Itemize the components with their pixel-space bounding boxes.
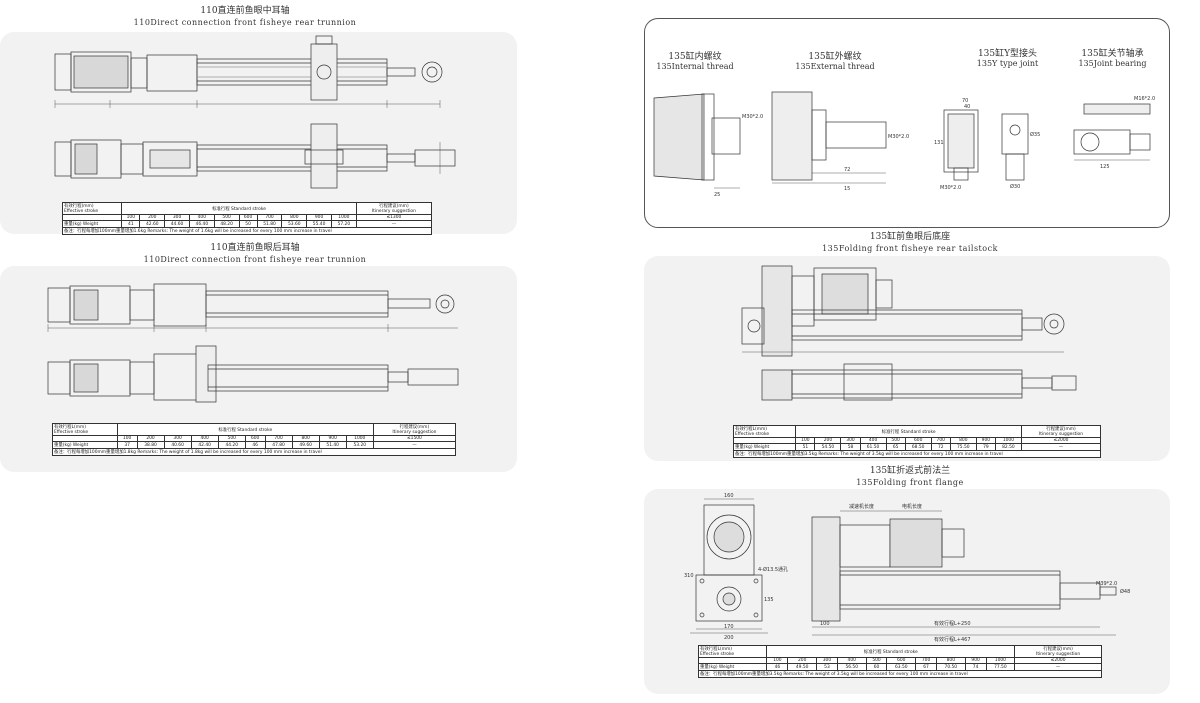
section-3-title-cn: 135缸前鱼眼后底座 (869, 232, 951, 242)
dim-200: 200 (724, 635, 734, 641)
section-3-title: 135缸前鱼眼后底座 135Folding front fisheye rear… (790, 232, 1030, 254)
dim-d30: Ø30 (1010, 183, 1020, 190)
t1-stroke-header: 有效行程(mm)Effective stroke (61, 202, 123, 215)
section-2-drawing (47, 283, 459, 403)
t2-standard-header: 标准行程 Standard stroke (116, 423, 374, 436)
dim-170: 170 (724, 624, 734, 630)
dim-d48: Ø48 (1120, 588, 1130, 595)
dim-310: 310 (684, 573, 694, 579)
dim-m16: M16*2.0 (1134, 96, 1155, 102)
section-1-title-en: 110Direct connection front fisheye rear … (133, 18, 357, 27)
t2-stroke-header: 有效行程L(mm)Effective stroke (52, 423, 118, 436)
dim-m30-external: M30*2.0 (888, 134, 909, 140)
t4-standard-header: 标准行程 Standard stroke (766, 645, 1016, 658)
dim-25: 25 (714, 192, 720, 198)
dim-reducer-length: 减速机长度 (849, 503, 874, 510)
t4-note: 备注：行程每增加100mm重量增加3.5kg Remarks: The weig… (698, 670, 1102, 678)
dim-72: 72 (844, 167, 850, 173)
section-2-title: 110直连前鱼眼后耳轴 110Direct connection front f… (130, 243, 380, 265)
dim-125: 125 (1100, 164, 1110, 170)
t2-note: 备注：行程每增加100mm重量增加1.8kg Remarks: The weig… (52, 448, 456, 456)
section-4-drawing: 160 310 4-Ø13.5通孔 135 170 200 减速机长度 电机长度… (684, 493, 1130, 643)
section-3-drawing (741, 265, 1077, 401)
t3-suggest-header: 行程建议(mm)Itinerary suggestion (1020, 425, 1102, 438)
section-2-title-en: 110Direct connection front fisheye rear … (143, 255, 367, 264)
t3-note: 备注：行程每增加100mm重量增加3.5kg Remarks: The weig… (733, 450, 1101, 458)
section-2-spec-table: 有效行程L(mm)Effective stroke 标准行程 Standard … (52, 423, 457, 456)
dim-160: 160 (724, 493, 734, 499)
section-2-title-cn: 110直连前鱼眼后耳轴 (210, 243, 300, 253)
dim-m30-y: M30*2.0 (940, 185, 961, 191)
dim-70: 70 (962, 98, 968, 104)
t1-standard-header: 标准行程 Standard stroke (121, 202, 357, 215)
section-4-title-cn: 135缸折返式前法兰 (869, 466, 951, 476)
dim-131: 131 (934, 140, 944, 146)
section-4-title-en: 135Folding front flange (856, 478, 964, 487)
t2-suggest-header: 行程建议(mm)Itinerary suggestion (372, 423, 457, 436)
dim-l-eff: 有效行程L+250 (934, 620, 971, 627)
section-4-spec-table: 有效行程L(mm)Effective stroke 标准行程 Standard … (697, 645, 1102, 678)
dim-hole: 4-Ø13.5通孔 (758, 566, 788, 573)
dim-motor-length: 电机长度 (902, 503, 922, 510)
dim-m39: M39*2.0 (1096, 581, 1117, 587)
section-3-spec-table: 有效行程L(mm)Effective stroke 标准行程 Standard … (732, 425, 1102, 458)
dim-l-tot: 有效行程L+467 (934, 636, 971, 643)
section-1-spec-table: 有效行程(mm)Effective stroke 标准行程 Standard s… (61, 202, 433, 235)
accessories-drawing: M30*2.0 25 M30*2.0 72 15 70 40 131 M30*2… (653, 91, 1155, 198)
t1-note: 备注：行程每增加100mm重量增加1.6kg Remarks: The weig… (62, 227, 432, 235)
t3-stroke-header: 有效行程L(mm)Effective stroke (732, 425, 797, 438)
dim-135: 135 (764, 597, 774, 603)
t4-stroke-header: 有效行程L(mm)Effective stroke (697, 645, 768, 658)
section-1-title-cn: 110直连前鱼眼中耳轴 (200, 6, 290, 16)
dim-m30-internal: M30*2.0 (742, 114, 763, 120)
dim-15: 15 (844, 186, 850, 192)
section-1-drawing (54, 35, 456, 189)
accessories-panel (644, 18, 1170, 228)
dim-d35: Ø35 (1030, 131, 1040, 138)
section-3-title-en: 135Folding front fisheye rear tailstock (822, 244, 998, 253)
t1-suggest-header: 行程建议(mm)Itinerary suggestion (355, 202, 433, 215)
t4-suggest-header: 行程建议(mm)Itinerary suggestion (1014, 645, 1102, 658)
dim-100: 100 (820, 621, 830, 627)
dim-40: 40 (964, 104, 970, 110)
t3-standard-header: 标准行程 Standard stroke (795, 425, 1022, 438)
section-4-title: 135缸折返式前法兰 135Folding front flange (800, 466, 1020, 488)
section-1-title: 110直连前鱼眼中耳轴 110Direct connection front f… (130, 6, 360, 28)
